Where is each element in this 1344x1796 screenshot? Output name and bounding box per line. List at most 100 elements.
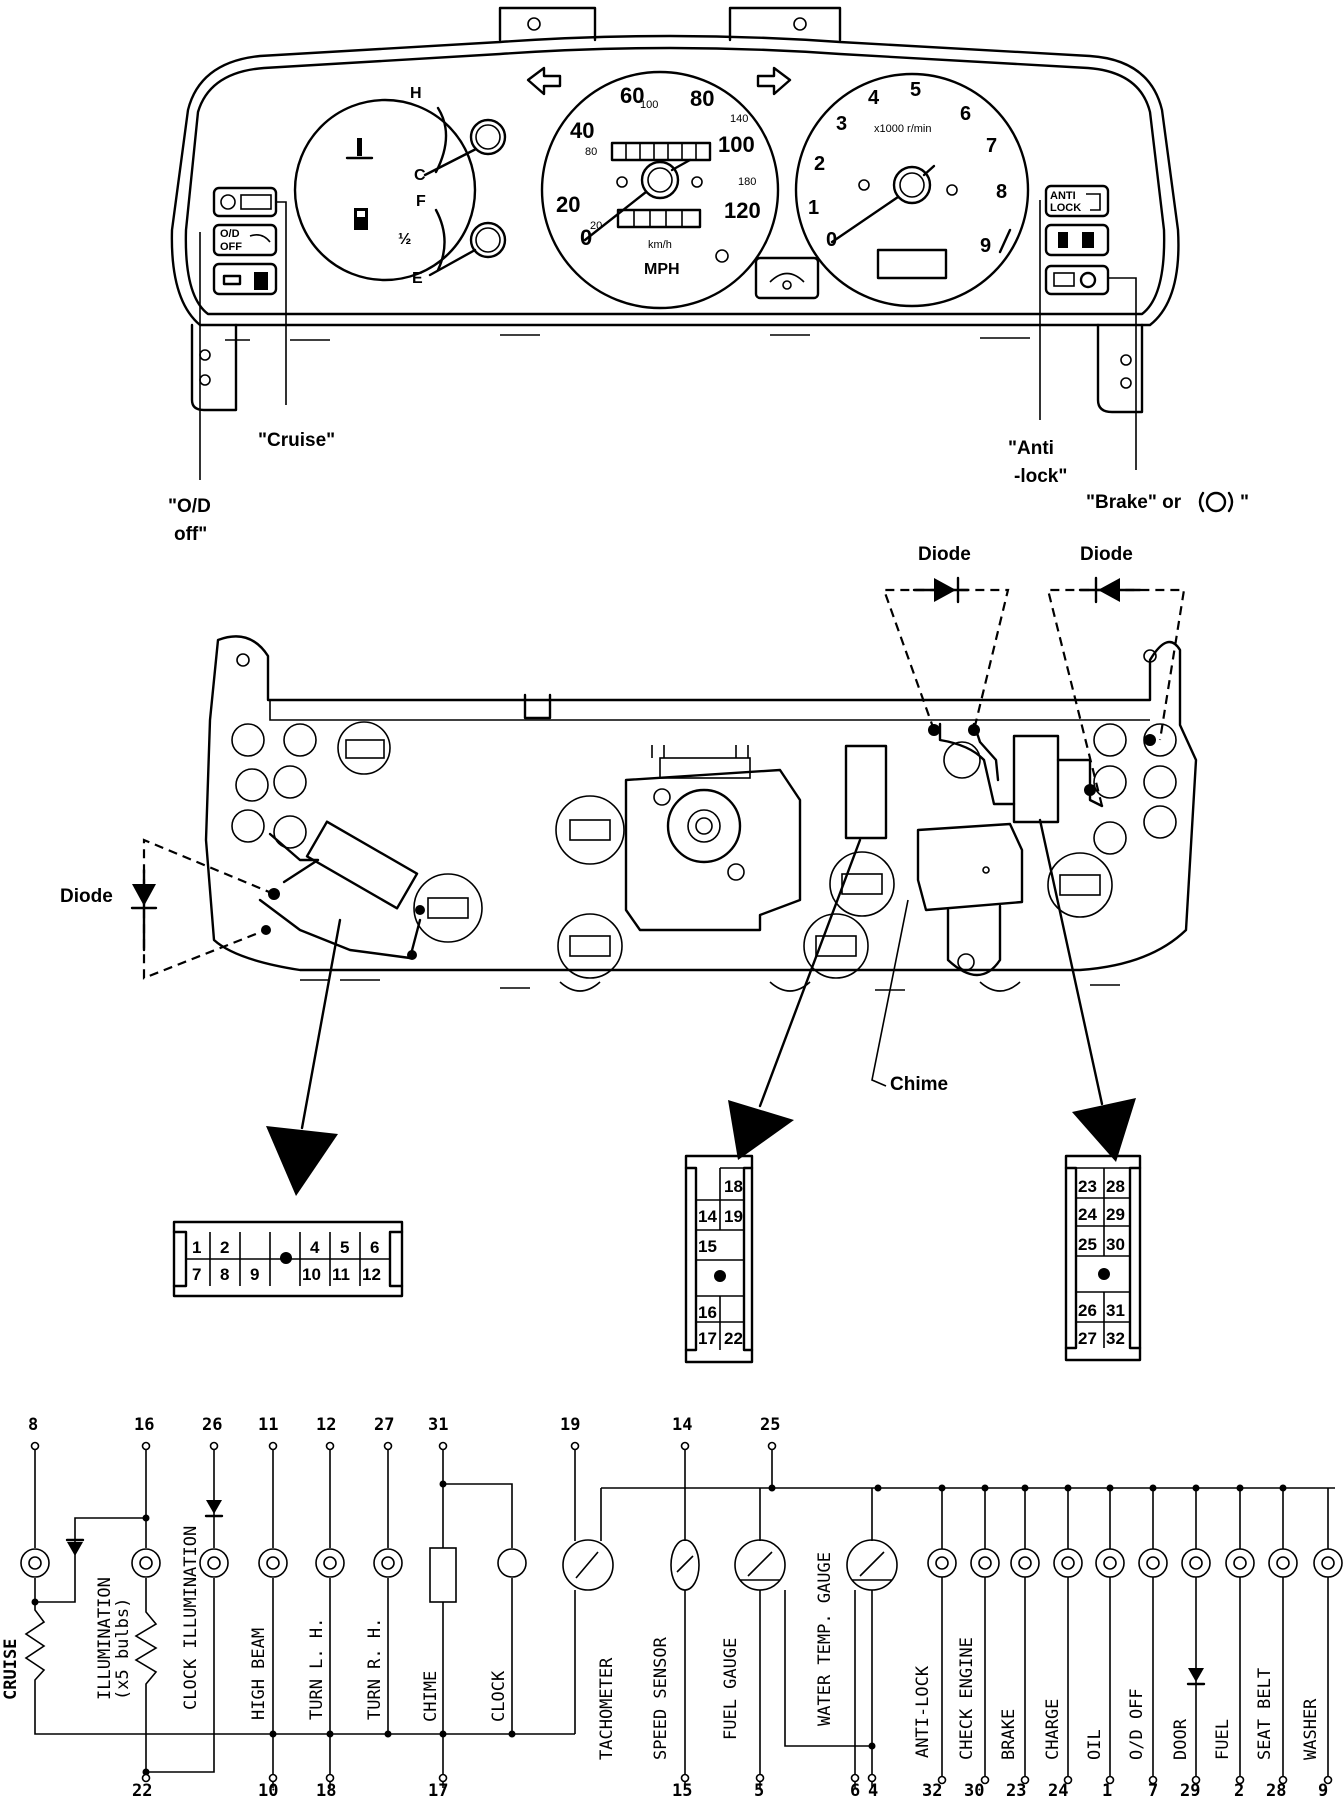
connector-middle: 18 14 19 15 16 17 22 bbox=[684, 1154, 754, 1364]
pin-25: 25 bbox=[1078, 1235, 1097, 1254]
diode-symbol-top-right bbox=[1078, 576, 1142, 604]
label-speed-sensor: SPEED SENSOR bbox=[651, 1636, 671, 1760]
bottom-pin-5: 5 bbox=[754, 1781, 764, 1796]
bottom-pin-24: 24 bbox=[1048, 1781, 1068, 1796]
fuel-half-label: ½ bbox=[398, 231, 411, 248]
terminal-brake bbox=[1020, 1775, 1030, 1785]
bulb-sockets bbox=[231, 721, 1177, 979]
bulb-check-engine bbox=[970, 1548, 1000, 1578]
tach-tick-3: 3 bbox=[836, 113, 847, 135]
coolant-temp-icon bbox=[345, 138, 374, 160]
label-door: DOOR bbox=[1171, 1718, 1191, 1760]
top-pin-26: 26 bbox=[202, 1415, 222, 1435]
antilock-lamp-line2: LOCK bbox=[1050, 202, 1081, 214]
pin-1: 1 bbox=[192, 1238, 201, 1257]
od-off-lamp-line2: OFF bbox=[220, 241, 242, 253]
tach-tick-6: 6 bbox=[960, 103, 971, 125]
tachometer-gauge: 0 1 2 3 4 5 6 7 8 9 x1000 r/min bbox=[794, 72, 1030, 308]
pin-4: 4 bbox=[310, 1238, 320, 1257]
speed-tick-0: 0 bbox=[580, 225, 592, 250]
pin-5: 5 bbox=[340, 1238, 349, 1257]
label-clock: CLOCK bbox=[489, 1670, 509, 1722]
speed-tick-80: 80 bbox=[690, 86, 714, 111]
connector-right: 23 28 24 29 25 30 26 31 27 32 bbox=[1064, 1154, 1142, 1362]
kmh-tick-80: 80 bbox=[585, 146, 597, 158]
label-tachometer: TACHOMETER bbox=[597, 1657, 617, 1760]
chime-label: Chime bbox=[890, 1074, 948, 1095]
bottom-pin-28: 28 bbox=[1266, 1781, 1286, 1796]
bottom-pin-29: 29 bbox=[1180, 1781, 1200, 1796]
terminal-anti-lock bbox=[937, 1775, 947, 1785]
pin-24: 24 bbox=[1078, 1205, 1097, 1224]
pin-26: 26 bbox=[1078, 1301, 1097, 1320]
pin-23: 23 bbox=[1078, 1177, 1097, 1196]
antilock-callout-2: -lock" bbox=[1014, 466, 1067, 487]
pin-32: 32 bbox=[1106, 1329, 1125, 1348]
wiring-schematic: 8 16 26 11 12 27 31 19 14 25 bbox=[1, 1415, 1343, 1796]
pin-6: 6 bbox=[370, 1238, 379, 1257]
pin-14: 14 bbox=[698, 1207, 717, 1226]
pin-12: 12 bbox=[362, 1265, 381, 1284]
speed-unit-kmh: km/h bbox=[648, 239, 672, 251]
diode-label-top-right: Diode bbox=[1080, 544, 1133, 565]
bulb-filament-od-off bbox=[1146, 1556, 1160, 1570]
top-pin-31: 31 bbox=[428, 1415, 448, 1435]
bottom-pin-1: 1 bbox=[1102, 1781, 1112, 1796]
label-check-engine: CHECK ENGINE bbox=[957, 1637, 977, 1760]
bulb-filament-seat-belt bbox=[1276, 1556, 1290, 1570]
speed-tick-100: 100 bbox=[718, 132, 755, 157]
pin-11: 11 bbox=[332, 1265, 350, 1284]
terminal-oil bbox=[1105, 1775, 1115, 1785]
label-turn-lh: TURN L. H. bbox=[307, 1618, 327, 1720]
speed-tick-40: 40 bbox=[570, 118, 594, 143]
top-pin-27: 27 bbox=[374, 1415, 394, 1435]
label-charge: CHARGE bbox=[1043, 1699, 1063, 1760]
bulb-seat-belt bbox=[1268, 1548, 1298, 1578]
label-cruise: CRUISE bbox=[1, 1639, 21, 1700]
pin-17: 17 bbox=[698, 1329, 717, 1348]
kmh-tick-140: 140 bbox=[730, 113, 748, 125]
label-washer: WASHER bbox=[1301, 1698, 1321, 1760]
diode-symbol-left bbox=[130, 868, 158, 952]
label-fuel-gauge: FUEL GAUGE bbox=[721, 1638, 741, 1740]
bottom-pins-warning: 32 30 23 24 1 7 29 2 28 9 bbox=[922, 1781, 1328, 1796]
bulb-door bbox=[1181, 1548, 1211, 1578]
tach-tick-4: 4 bbox=[868, 87, 880, 109]
pin-2: 2 bbox=[220, 1238, 229, 1257]
bottom-pin-30: 30 bbox=[964, 1781, 984, 1796]
label-water-temp-gauge: WATER TEMP. GAUGE bbox=[815, 1552, 835, 1726]
chime-unit bbox=[916, 822, 1024, 977]
tach-tick-1: 1 bbox=[808, 197, 819, 219]
bulb-anti-lock bbox=[927, 1548, 957, 1578]
label-od-off: O/D OFF bbox=[1127, 1688, 1147, 1760]
kmh-tick-20: 20 bbox=[590, 220, 602, 232]
connector-left: 1 2 4 5 6 7 8 9 10 11 12 bbox=[172, 1220, 404, 1298]
bottom-pin-9: 9 bbox=[1318, 1781, 1328, 1796]
top-pin-25: 25 bbox=[760, 1415, 780, 1435]
pin-31: 31 bbox=[1106, 1301, 1125, 1320]
diode-symbol-top-left bbox=[912, 576, 970, 604]
bulb-oil bbox=[1095, 1548, 1125, 1578]
tach-unit: x1000 r/min bbox=[874, 123, 931, 135]
label-oil: OIL bbox=[1085, 1729, 1105, 1760]
tach-tick-2: 2 bbox=[814, 153, 825, 175]
temp-hot-label: H bbox=[410, 85, 422, 102]
bottom-pin-4: 4 bbox=[868, 1781, 878, 1796]
bottom-pin-15: 15 bbox=[672, 1781, 692, 1796]
tach-tick-5: 5 bbox=[910, 79, 921, 101]
bulb-od-off bbox=[1138, 1548, 1168, 1578]
terminal-seat-belt bbox=[1278, 1775, 1288, 1785]
bulb-filament-door bbox=[1189, 1556, 1203, 1570]
label-clock-illumination: CLOCK ILLUMINATION bbox=[181, 1526, 201, 1710]
label-illumination: ILLUMINATION bbox=[95, 1577, 115, 1700]
cruise-callout: "Cruise" bbox=[258, 430, 335, 451]
od-off-callout-2: off" bbox=[174, 524, 207, 545]
speed-tick-120: 120 bbox=[724, 198, 761, 223]
diode-label-top-left: Diode bbox=[918, 544, 971, 565]
pin-9: 9 bbox=[250, 1265, 259, 1284]
pin-15: 15 bbox=[698, 1237, 717, 1256]
label-high-beam: HIGH BEAM bbox=[249, 1628, 269, 1720]
top-pin-12: 12 bbox=[316, 1415, 336, 1435]
tach-tick-9: 9 bbox=[980, 235, 991, 257]
